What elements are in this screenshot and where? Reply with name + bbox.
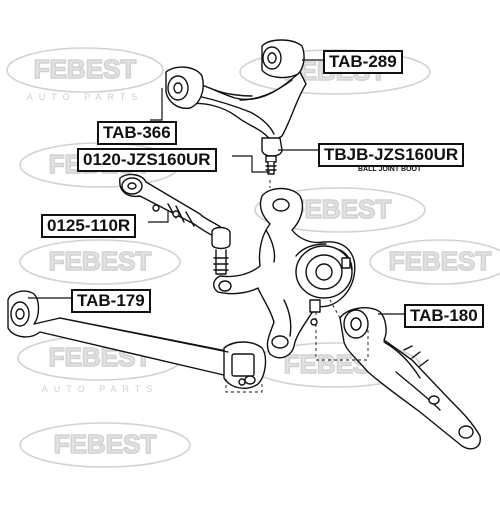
watermark-tagline: AUTO PARTS (42, 384, 159, 394)
leader-lines (28, 59, 404, 315)
lower-arm-tab-180 (339, 307, 481, 450)
label-ball-joint-boot: BALL JOINT BOOT (358, 166, 422, 173)
trailing-arm-tab-179 (7, 290, 267, 389)
watermark-brand: FEBEST (34, 54, 137, 84)
watermark-brand: FEBEST (389, 246, 492, 276)
watermark-center-right: FEBEST (369, 239, 500, 285)
parts-drawing (7, 39, 481, 450)
watermark-brand: FEBEST (49, 246, 152, 276)
bushing-tab-366 (165, 66, 204, 109)
label-0120-jzs160ur: 0120-JZS160UR (77, 148, 217, 172)
label-tab-366: TAB-366 (97, 121, 177, 145)
upper-control-arm (171, 71, 307, 143)
watermark-tagline: AUTO PARTS (27, 92, 144, 102)
ball-joint (261, 137, 283, 175)
watermark-top-left: FEBEST AUTO PARTS (6, 47, 164, 102)
watermark-center-left: FEBEST (19, 239, 181, 285)
bushing-tab-289 (261, 39, 305, 79)
fasteners (152, 204, 318, 386)
label-0125-110r: 0125-110R (41, 214, 137, 238)
label-tab-180: TAB-180 (404, 304, 484, 328)
label-tab-289: TAB-289 (323, 50, 403, 74)
watermark-brand: FEBEST (54, 429, 157, 459)
knuckle (213, 187, 356, 359)
label-tbjb-jzs160ur: TBJB-JZS160UR (318, 143, 465, 167)
outer-ball-stud (211, 226, 231, 275)
watermark-mid-right: FEBEST (254, 187, 426, 233)
watermark-brand: FEBEST (289, 194, 392, 224)
guide-lines (225, 180, 369, 393)
label-tab-179: TAB-179 (71, 289, 151, 313)
watermark-very-bottom: FEBEST (19, 422, 191, 468)
